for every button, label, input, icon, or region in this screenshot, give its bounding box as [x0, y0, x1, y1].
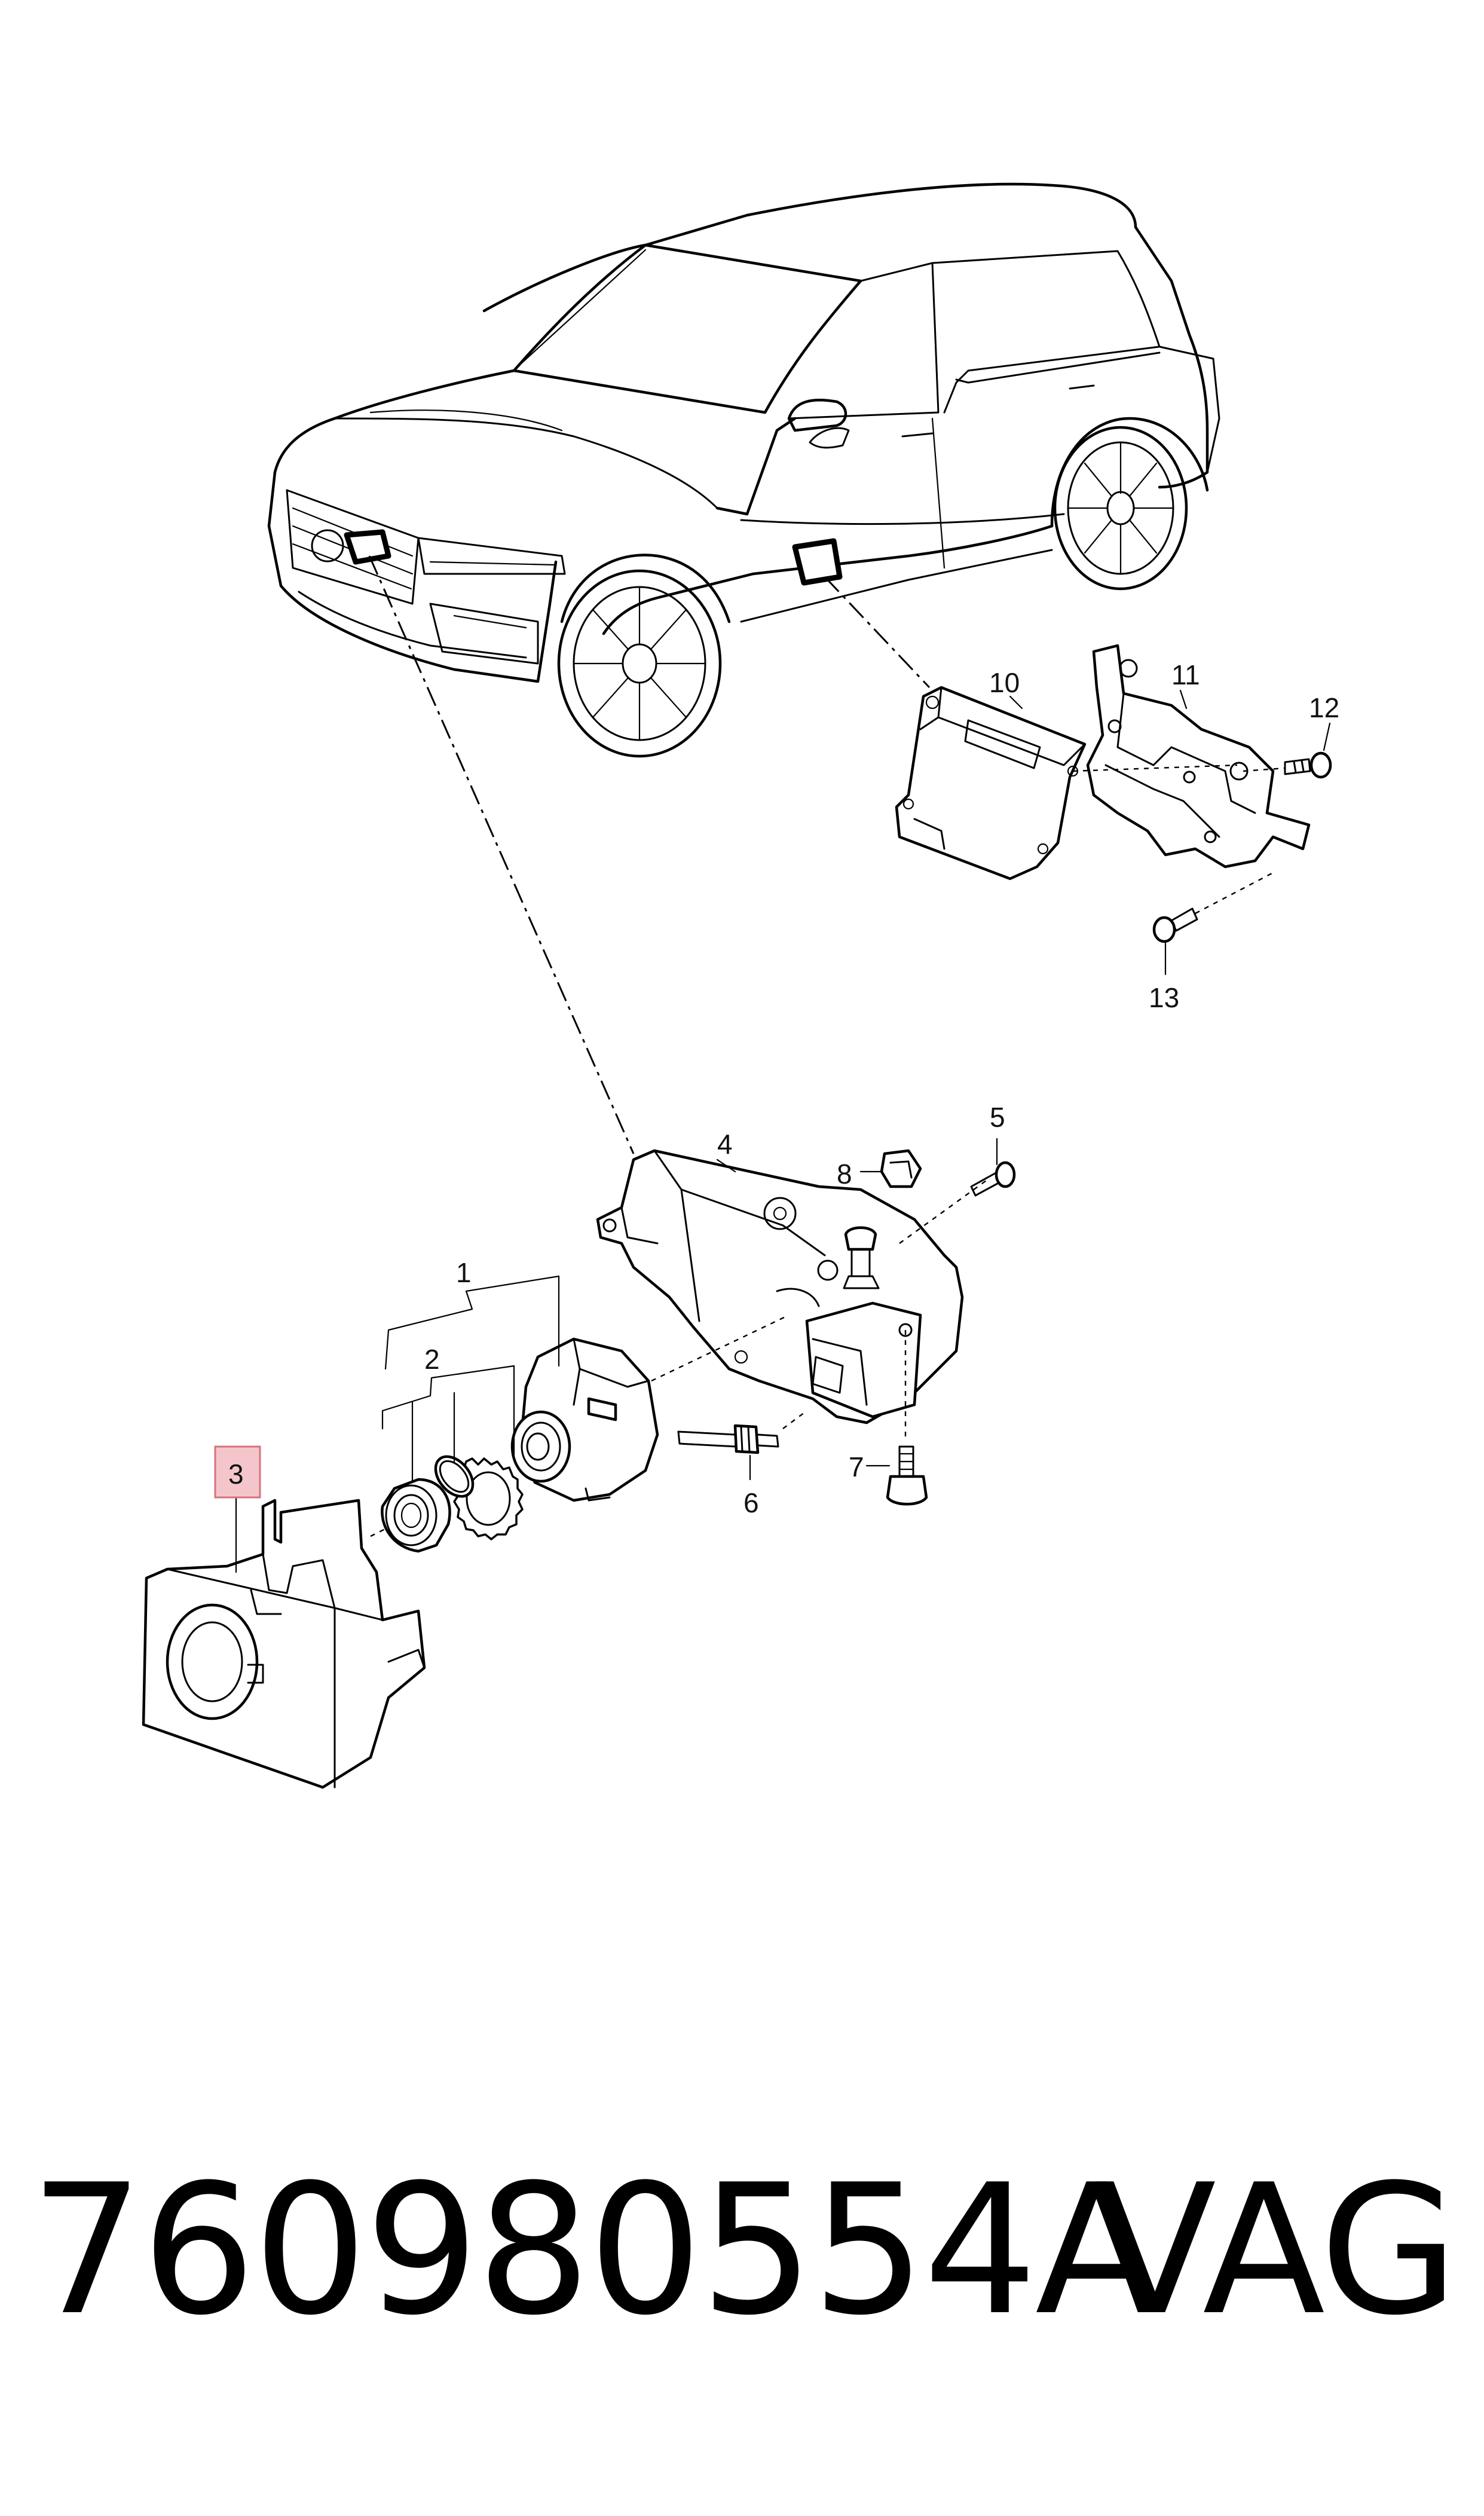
callout-labels: 1 2 3 4 5 6 7 8 10 11 12 13: [214, 659, 1339, 1518]
part-11-bracket: [1086, 644, 1311, 869]
part-2-o-ring: [434, 1455, 475, 1498]
part-4-camera-housing: [596, 1149, 964, 1424]
part-2-lens: [381, 1478, 451, 1553]
label-12: 12: [1309, 692, 1339, 723]
leader-front-camera: [368, 555, 635, 1154]
part-number-caption: 760980554A: [30, 2146, 1158, 2355]
label-2: 2: [424, 1344, 440, 1375]
label-13: 13: [1149, 982, 1179, 1013]
part-8-clip: [859, 1149, 922, 1188]
part-3-camera-cover: [142, 1499, 426, 1789]
label-10: 10: [989, 667, 1020, 698]
leader-6: [782, 1410, 807, 1429]
part-7-bolt: [865, 1445, 928, 1506]
label-highlight-box: [214, 1445, 261, 1499]
leader-side-sensor: [824, 576, 931, 689]
bracket-1: [384, 1275, 560, 1370]
label-4: 4: [717, 1129, 733, 1160]
part-6-pin: [677, 1424, 779, 1481]
label-11: 11: [1171, 659, 1200, 690]
label-6: 6: [743, 1487, 759, 1518]
label-3: 3: [228, 1459, 244, 1490]
brand-caption: VAG: [1094, 2146, 1458, 2355]
leader-10-11: [1072, 764, 1238, 772]
part-12-screw: [1243, 751, 1332, 779]
label-1: 1: [456, 1257, 472, 1288]
part-5-screw: [970, 1138, 1016, 1197]
leader-2-camera: [370, 1526, 389, 1537]
label-8: 8: [837, 1158, 852, 1190]
label-7: 7: [849, 1451, 864, 1482]
vehicle-illustration: [267, 182, 1220, 758]
label-5: 5: [990, 1102, 1005, 1133]
leader-5: [899, 1180, 987, 1244]
part-1-camera: [510, 1337, 659, 1502]
part-10-control-unit: [895, 686, 1087, 881]
part-13-screw: [1152, 872, 1274, 976]
bracket-2: [381, 1365, 515, 1460]
